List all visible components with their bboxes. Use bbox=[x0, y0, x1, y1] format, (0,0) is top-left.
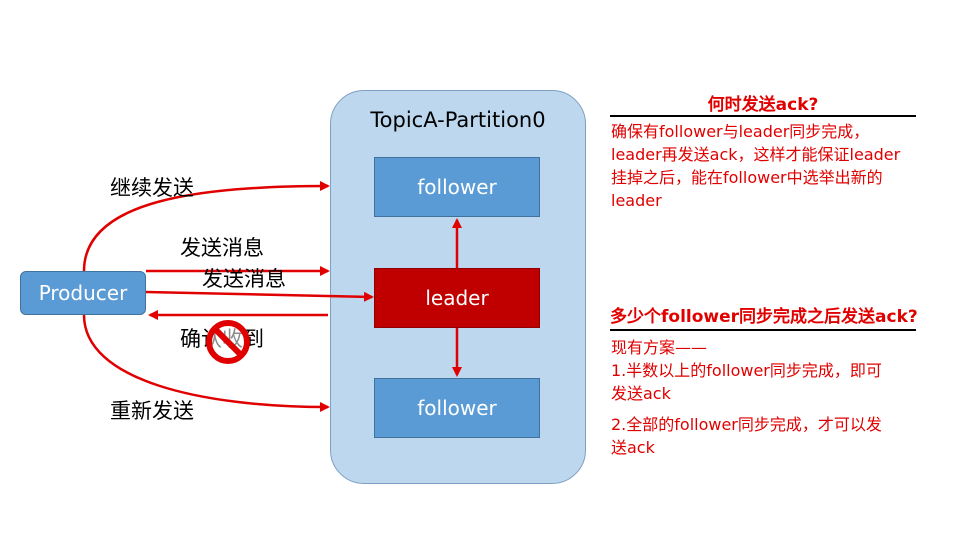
follower-node-bottom: follower bbox=[374, 378, 540, 438]
producer-node: Producer bbox=[20, 271, 146, 315]
option-1-line: 1.半数以上的follower同步完成，即可 bbox=[611, 361, 882, 380]
send-message-arrow-2 bbox=[145, 290, 374, 302]
panel-top-line: 确保有follower与leader同步完成， bbox=[611, 122, 870, 141]
continue-send-arrow bbox=[82, 181, 330, 272]
panel-top-title: 何时发送ack? bbox=[707, 95, 819, 115]
continue-send-label: 继续发送 bbox=[110, 176, 194, 200]
panel-top-line: leader再发送ack，这样才能保证leader bbox=[611, 145, 901, 164]
resend-arrow bbox=[82, 314, 330, 412]
option-2-line: 送ack bbox=[611, 438, 655, 457]
panel-top-body: 确保有follower与leader同步完成， leader再发送ack，这样才… bbox=[611, 120, 951, 212]
leader-node: leader bbox=[374, 268, 540, 328]
option-1-line: 发送ack bbox=[611, 384, 671, 403]
no-entry-icon bbox=[206, 320, 250, 364]
panel-bottom-intro: 现有方案—— bbox=[611, 338, 708, 357]
panel-top-rule bbox=[610, 115, 916, 117]
option-2-line: 2.全部的follower同步完成，才可以发 bbox=[611, 415, 882, 434]
panel-bottom-body: 现有方案—— 1.半数以上的follower同步完成，即可 发送ack 2.全部… bbox=[611, 336, 951, 459]
follower-node-top: follower bbox=[374, 157, 540, 217]
partition-title: TopicA-Partition0 bbox=[370, 108, 546, 132]
panel-bottom-title: 多少个follower同步完成之后发送ack? bbox=[610, 307, 918, 327]
panel-bottom-rule bbox=[610, 329, 916, 331]
resend-label: 重新发送 bbox=[110, 399, 194, 423]
panel-top-line: leader bbox=[611, 191, 662, 210]
panel-top-line: 挂掉之后，能在follower中选举出新的 bbox=[611, 168, 883, 187]
send-message-label-2: 发送消息 bbox=[202, 267, 286, 291]
send-message-label-1: 发送消息 bbox=[180, 236, 264, 260]
